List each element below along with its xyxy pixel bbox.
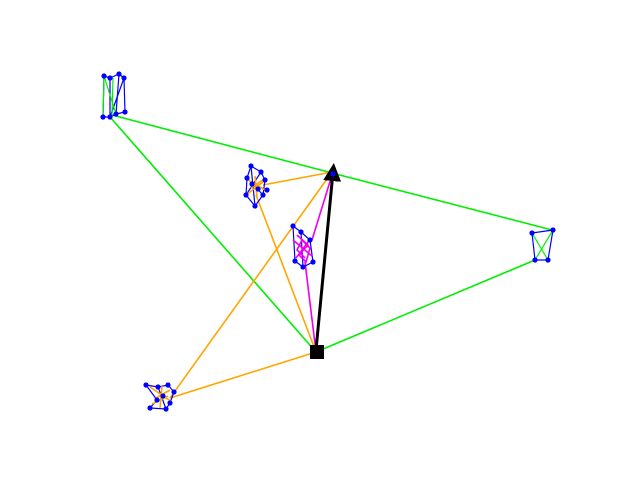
- node: [290, 223, 296, 229]
- node: [122, 109, 128, 115]
- node: [292, 258, 298, 264]
- cluster-right: [529, 227, 556, 263]
- edge-center-to-magenta-cluster: [311, 174, 333, 241]
- magenta-edges: [304, 174, 333, 353]
- edge-topleft-to-hub: [109, 116, 317, 353]
- node: [532, 257, 538, 263]
- cluster-bottom-left: [143, 382, 177, 412]
- node: [529, 230, 535, 236]
- center-node: [330, 171, 336, 177]
- orange-edges: [169, 171, 333, 399]
- edge-bottomleft-to-center: [169, 171, 333, 399]
- node: [545, 257, 551, 263]
- node: [550, 227, 556, 233]
- edge-midleft-to-hub: [255, 194, 317, 353]
- node: [260, 192, 266, 198]
- node: [258, 169, 264, 175]
- node: [107, 75, 113, 81]
- node: [167, 400, 173, 406]
- node: [121, 75, 127, 81]
- node: [100, 114, 106, 120]
- node: [252, 203, 258, 209]
- node: [310, 259, 316, 265]
- node: [147, 405, 153, 411]
- edge-right-to-hub: [315, 259, 536, 353]
- edge-topleft-to-center: [111, 114, 333, 174]
- node: [249, 181, 255, 187]
- node: [243, 192, 249, 198]
- node: [255, 186, 261, 192]
- node: [248, 163, 254, 169]
- edge-center-to-right: [331, 172, 553, 231]
- node: [163, 406, 169, 412]
- edge-bottomleft-to-hub: [169, 351, 317, 399]
- cluster-magenta: [290, 223, 316, 270]
- green-edges: [109, 114, 553, 353]
- node: [155, 384, 161, 390]
- edge-midleft-to-center: [262, 171, 333, 186]
- hub-square: [310, 345, 324, 359]
- node: [300, 264, 306, 270]
- node: [160, 393, 166, 399]
- node: [107, 114, 113, 120]
- node: [298, 229, 304, 235]
- black-arrow: [314, 163, 342, 351]
- node: [165, 382, 171, 388]
- node: [116, 71, 122, 77]
- node: [244, 175, 250, 181]
- node: [113, 111, 119, 117]
- node: [307, 237, 313, 243]
- node: [101, 73, 107, 79]
- cluster-middle-left: [243, 163, 270, 209]
- node: [264, 187, 270, 193]
- cluster-top-left: [100, 71, 128, 120]
- node: [143, 382, 149, 388]
- node: [171, 389, 177, 395]
- node: [262, 177, 268, 183]
- node: [154, 397, 160, 403]
- edge-magenta-cluster-to-hub: [304, 261, 317, 353]
